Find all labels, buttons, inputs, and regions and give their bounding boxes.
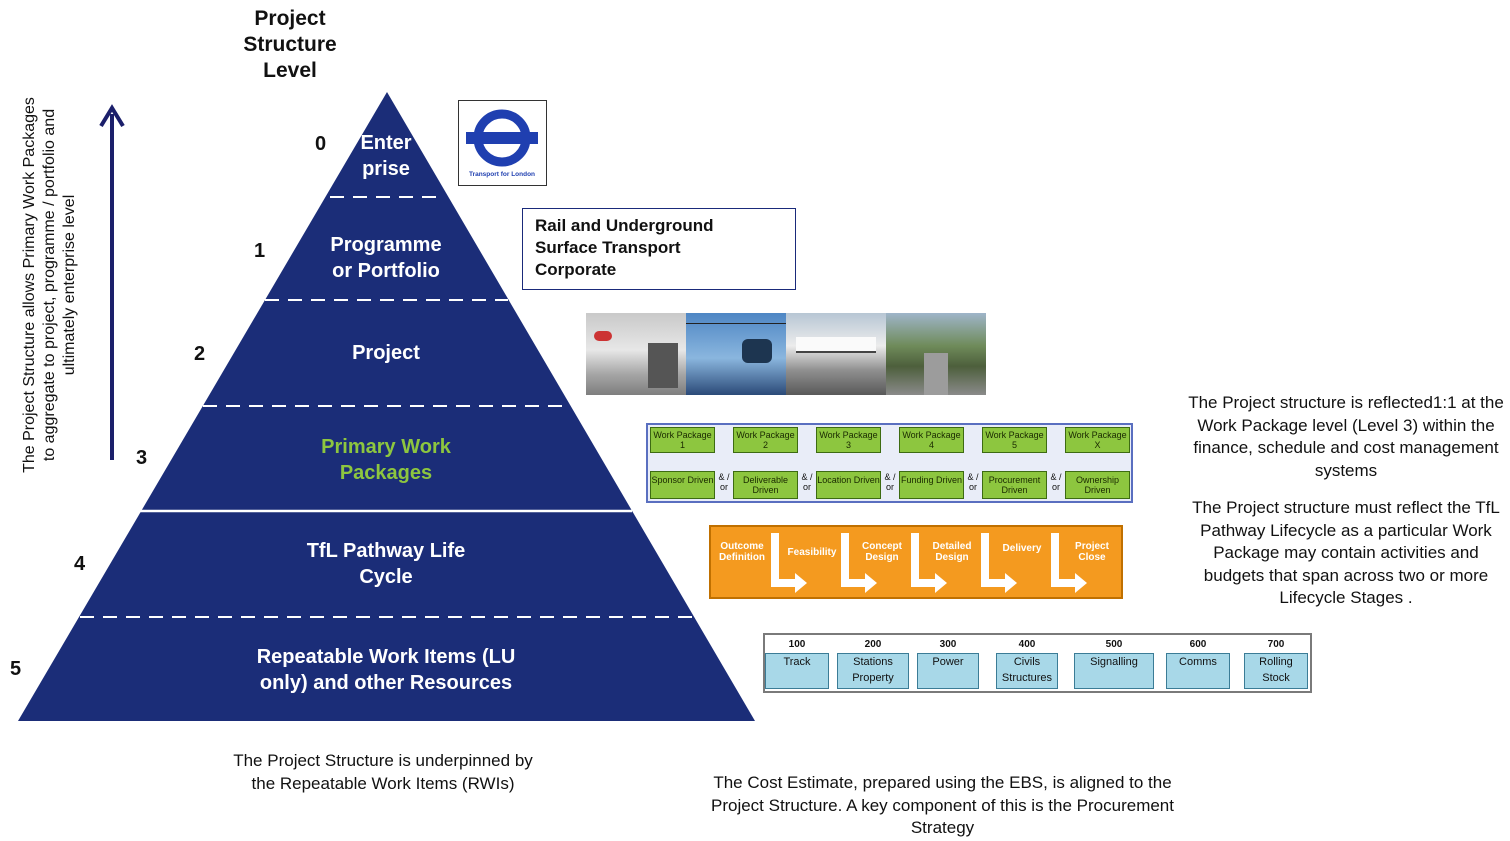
- lifecycle-stage: Project Close: [1075, 541, 1109, 563]
- pyramid-shape: [18, 92, 755, 721]
- rwi-cell: Track: [765, 653, 829, 689]
- and-or-label: & / or: [801, 472, 813, 492]
- pyramid: [18, 92, 755, 721]
- level-number-3: 3: [136, 447, 148, 469]
- rwi-cell: Civils Structures: [996, 653, 1058, 689]
- cable-car-photo: [686, 313, 786, 395]
- business-units-box: Rail and Underground Surface Transport C…: [522, 208, 796, 290]
- rwi-code: 600: [1189, 639, 1207, 650]
- level-label-primary-work-packages: Primary Work Packages: [321, 436, 451, 484]
- tfl-logo: Transport for London: [458, 100, 547, 186]
- note-cost-estimate: The Cost Estimate, prepared using the EB…: [710, 773, 1174, 837]
- rwi-code: 100: [788, 639, 806, 650]
- work-packages-grid: Work Package 1 Work Package 2 Work Packa…: [646, 423, 1133, 503]
- work-package-cell: Work Package 2: [733, 427, 798, 453]
- level-label-pathway-lifecycle: TfL Pathway Life Cycle: [306, 540, 466, 588]
- level-label-enterprise: Enter prise: [360, 132, 412, 180]
- station-photo: [586, 313, 686, 395]
- lifecycle-stage: Delivery: [1002, 543, 1042, 554]
- work-package-cell: Work Package 4: [899, 427, 964, 453]
- stage-arrow-icon: [1051, 533, 1077, 587]
- note-lifecycle: The Project structure must reflect the T…: [1192, 498, 1500, 607]
- level-label-repeatable-work-items: Repeatable Work Items (LU only) and othe…: [256, 646, 516, 694]
- arrow-head-icon: [795, 573, 807, 593]
- rwi-code: 400: [1018, 639, 1036, 650]
- and-or-label: & / or: [1050, 472, 1062, 492]
- driver-cell: Funding Driven: [899, 471, 964, 499]
- diagram-title: Project Structure Level: [243, 7, 337, 82]
- stage-arrow-icon: [771, 533, 797, 587]
- driver-cell: Location Driven: [816, 471, 881, 499]
- arrow-head-icon: [1005, 573, 1017, 593]
- roundel-icon: [466, 109, 538, 167]
- driver-cell: Deliverable Driven: [733, 471, 798, 499]
- rwi-cell: Stations Property: [837, 653, 909, 689]
- rwi-cell: Signalling: [1074, 653, 1154, 689]
- level-number-1: 1: [254, 240, 266, 262]
- rwi-code: 700: [1267, 639, 1285, 650]
- arrow-head-icon: [935, 573, 947, 593]
- driver-cell: Procurement Driven: [982, 471, 1047, 499]
- arrow-head-icon: [865, 573, 877, 593]
- pathway-lifecycle-box: Outcome Definition Feasibility Concept D…: [709, 525, 1123, 599]
- work-package-cell: Work Package 3: [816, 427, 881, 453]
- work-package-cell: Work Package X: [1065, 427, 1130, 453]
- rwi-cell: Rolling Stock: [1244, 653, 1308, 689]
- rwi-cell: Comms: [1166, 653, 1230, 689]
- and-or-label: & / or: [967, 472, 979, 492]
- rwi-code: 300: [939, 639, 957, 650]
- level-number-2: 2: [194, 343, 206, 365]
- level-label-programme: Programme or Portfolio: [330, 234, 442, 282]
- rwi-code: 500: [1105, 639, 1123, 650]
- repeatable-work-items-box: 100 200 300 400 500 600 700 Track Statio…: [763, 633, 1312, 693]
- work-package-cell: Work Package 1: [650, 427, 715, 453]
- level-number-0: 0: [315, 133, 327, 155]
- lifecycle-stage: Concept Design: [862, 541, 902, 563]
- rail-station-photo: [786, 313, 886, 395]
- and-or-label: & / or: [718, 472, 730, 492]
- lifecycle-stage: Detailed Design: [932, 541, 972, 563]
- driver-cell: Ownership Driven: [1065, 471, 1130, 499]
- level-number-4: 4: [74, 553, 86, 575]
- road-photo: [886, 313, 986, 395]
- rwi-code: 200: [864, 639, 882, 650]
- note-rwi: The Project Structure is underpinned by …: [233, 751, 533, 793]
- business-unit: Corporate: [535, 260, 617, 279]
- lifecycle-stage: Outcome Definition: [718, 541, 766, 563]
- lifecycle-stage: Feasibility: [787, 547, 837, 558]
- level-label-project: Project: [352, 342, 420, 364]
- stage-arrow-icon: [981, 533, 1007, 587]
- lifecycle-arrows: [771, 533, 1087, 593]
- stage-arrow-icon: [841, 533, 867, 587]
- and-or-label: & / or: [884, 472, 896, 492]
- arrow-head-icon: [1075, 573, 1087, 593]
- business-unit: Surface Transport: [535, 238, 681, 257]
- level-number-5: 5: [10, 658, 22, 680]
- work-package-cell: Work Package 5: [982, 427, 1047, 453]
- note-finance-systems: The Project structure is reflected1:1 at…: [1188, 393, 1504, 480]
- tfl-logo-text: Transport for London: [468, 171, 536, 178]
- business-unit: Rail and Underground: [535, 216, 714, 235]
- driver-cell: Sponsor Driven: [650, 471, 715, 499]
- stage-arrow-icon: [911, 533, 937, 587]
- up-arrow-icon: [99, 104, 125, 460]
- rwi-cell: Power: [917, 653, 979, 689]
